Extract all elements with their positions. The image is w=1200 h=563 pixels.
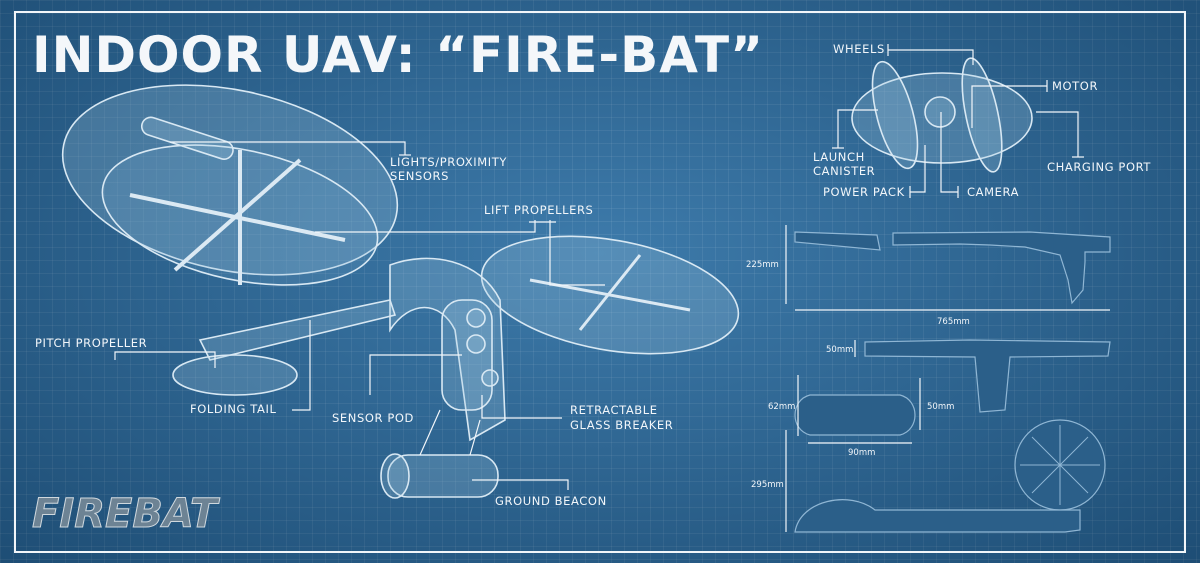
lights-bar <box>140 116 234 160</box>
left-rotor-ring <box>61 84 399 276</box>
label-ground-beacon: GROUND BEACON <box>495 494 607 508</box>
dim-pod-height: 62mm <box>768 402 795 412</box>
left-propeller-blades <box>129 150 346 285</box>
top-view-silhouette <box>864 339 1111 413</box>
wheel-spokes <box>1020 425 1100 505</box>
dim-side-height: 225mm <box>746 260 779 270</box>
dim-pod-width: 90mm <box>848 448 875 458</box>
label-launch: LAUNCH <box>813 150 865 164</box>
main-leader-lines <box>114 141 605 490</box>
pod-illustration <box>832 44 1084 198</box>
folded-view-silhouette <box>794 499 1081 533</box>
label-charging-port: CHARGING PORT <box>1047 160 1151 174</box>
label-glass-breaker: GLASS BREAKER <box>570 418 673 432</box>
pod-camera <box>924 96 956 128</box>
dim-top-height: 50mm <box>826 345 853 355</box>
ground-beacon <box>387 454 499 498</box>
firebat-logo: FIREBAT <box>32 491 220 537</box>
label-motor: MOTOR <box>1052 79 1098 93</box>
drone-illustration <box>61 84 740 499</box>
label-sensor-pod: SENSOR POD <box>332 411 414 425</box>
label-camera: CAMERA <box>967 185 1019 199</box>
label-sensors: SENSORS <box>390 169 449 183</box>
pod-shell <box>851 72 1033 164</box>
label-wheels: WHEELS <box>833 42 885 56</box>
label-folding-tail: FOLDING TAIL <box>190 402 277 416</box>
label-retractable: RETRACTABLE <box>570 403 658 417</box>
pod-left-wheel <box>871 60 919 170</box>
label-power-pack: POWER PACK <box>823 185 905 199</box>
dim-pod-inner-height: 50mm <box>927 402 954 412</box>
dim-length: 765mm <box>937 317 970 327</box>
label-pitch-propeller: PITCH PROPELLER <box>35 336 147 350</box>
tail-boom <box>198 299 397 361</box>
page-title: INDOOR UAV: “FIRE-BAT” <box>32 26 764 84</box>
side-view-silhouette <box>794 231 1111 305</box>
label-lift-propellers: LIFT PROPELLERS <box>484 203 593 217</box>
label-canister: CANISTER <box>813 164 875 178</box>
label-lights-proximity: LIGHTS/PROXIMITY <box>390 155 507 169</box>
drone-body <box>389 257 506 442</box>
pitch-propeller-ring <box>172 354 298 396</box>
orthographic-views <box>785 225 1111 533</box>
pod-silhouette <box>794 394 916 436</box>
dim-folded-height: 295mm <box>751 480 784 490</box>
blueprint-frame <box>14 11 1186 553</box>
